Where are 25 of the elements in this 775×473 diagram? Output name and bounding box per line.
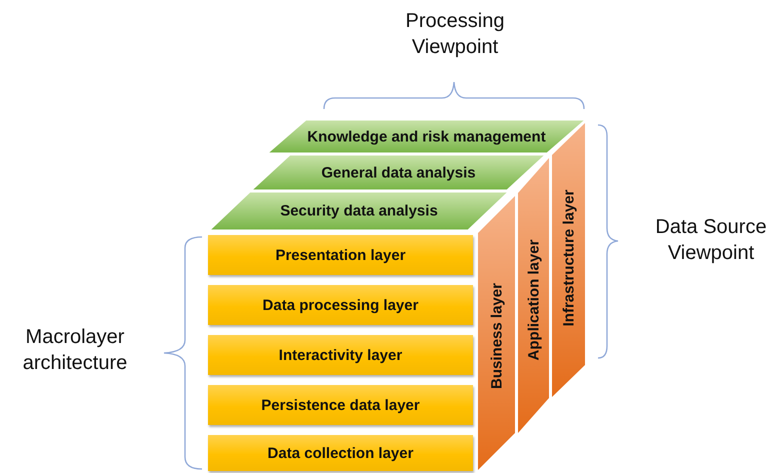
layer-label: Interactivity layer [278,346,402,364]
viewpoint-heading: Data Source Viewpoint [654,215,768,266]
layer-column [552,123,585,397]
layer-slab [268,120,585,153]
layer-label: Infrastructure layer [560,190,577,326]
layer-slab [210,192,508,230]
layer-box [208,285,473,325]
layer-label: Data collection layer [268,444,414,462]
layer-box [208,435,473,471]
layer-column [478,196,515,470]
layer-label: Business layer [488,283,505,389]
layer-label: Application layer [525,240,542,360]
layer-box [208,235,473,275]
layer-box [208,385,473,425]
layer-slab [252,155,545,190]
viewpoint-heading: Processing Viewpoint [404,9,506,60]
viewpoint-heading: Macrolayer architecture [22,325,128,376]
layer-label: Persistence data layer [261,396,420,414]
layer-label: General data analysis [320,164,477,181]
layer-label: Knowledge and risk management [306,128,547,145]
layer-box [208,335,473,375]
layer-column [518,158,549,433]
layer-label: Security data analysis [279,202,439,220]
layer-label: Presentation layer [275,246,406,264]
layer-label: Data processing layer [262,296,418,314]
